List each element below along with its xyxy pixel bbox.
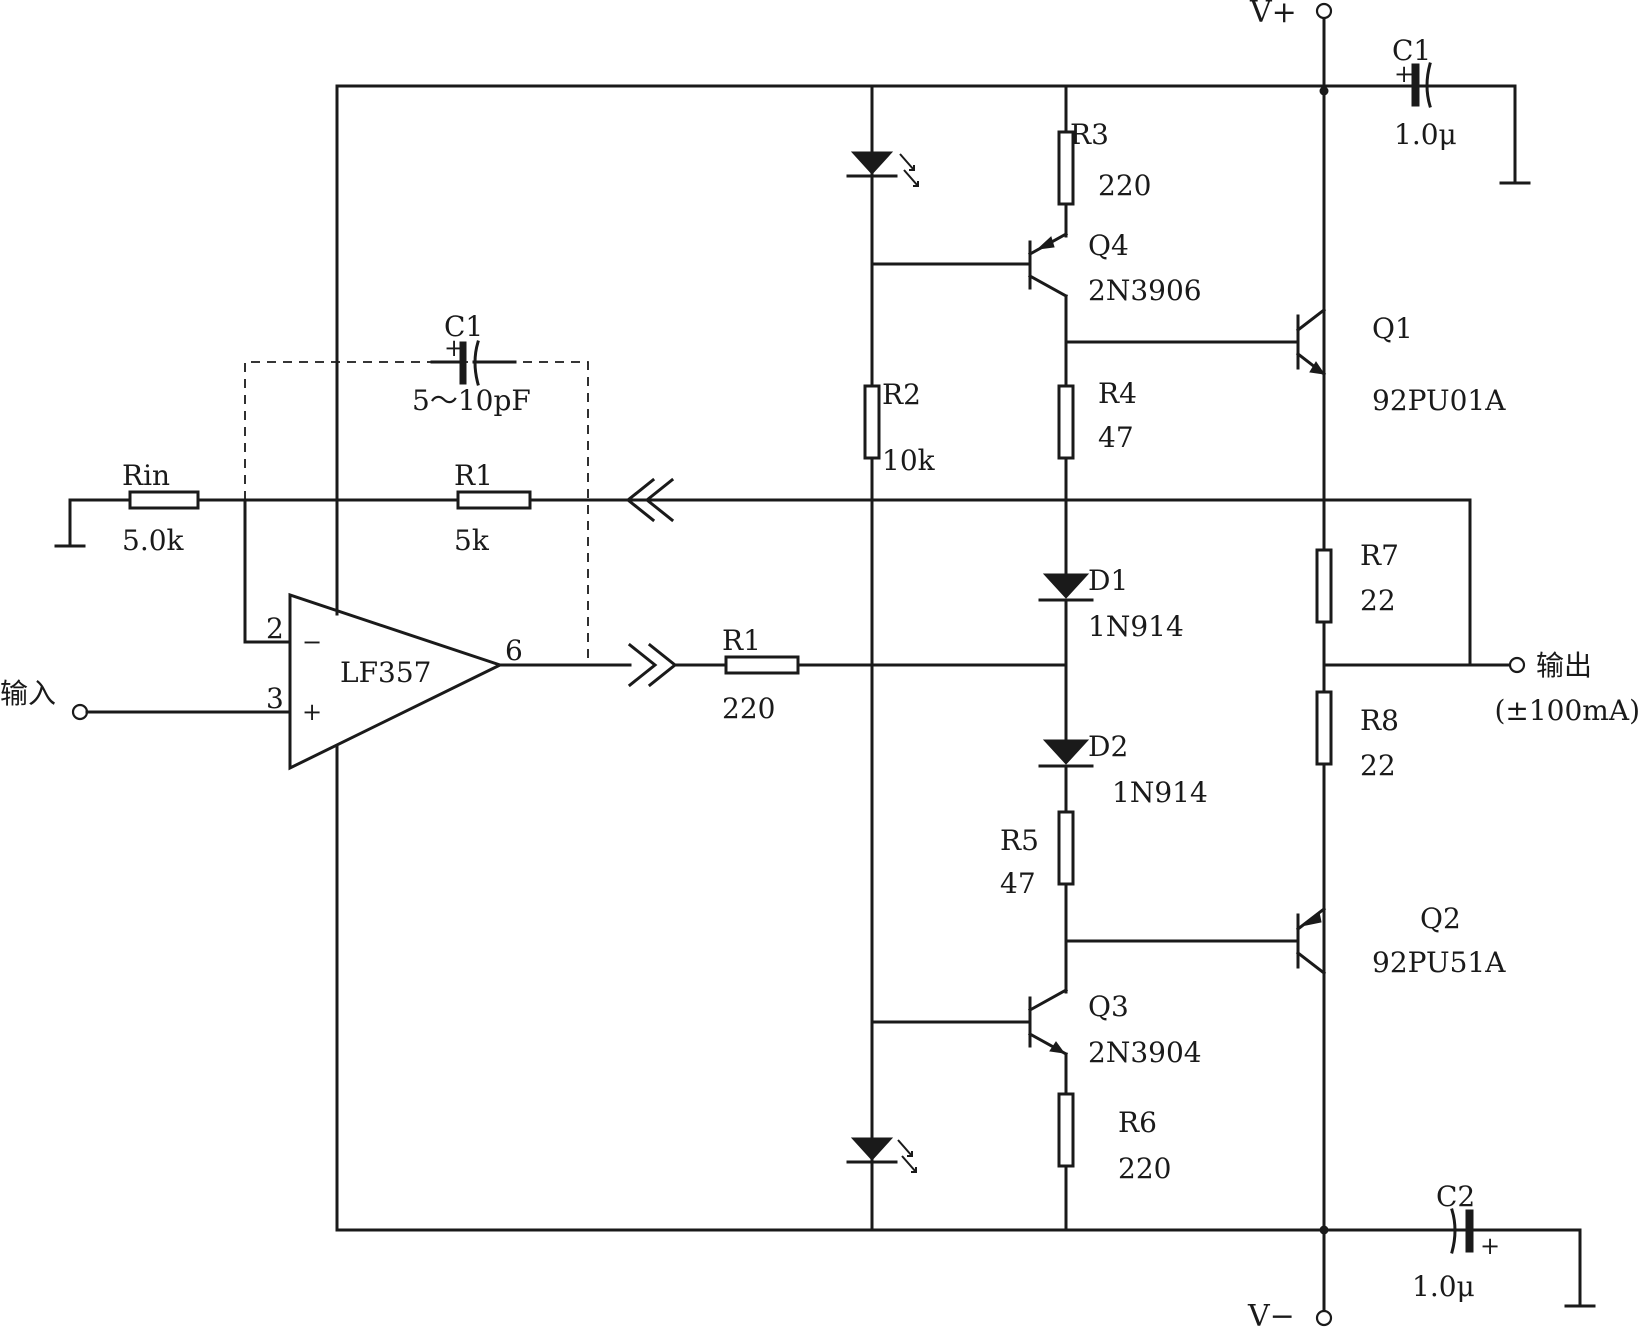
bias-string: R2 10k [846, 84, 1032, 1232]
q3-ref: Q3 [1088, 990, 1129, 1023]
r2-value: 10k [882, 444, 936, 477]
rin-value: 5.0k [122, 524, 185, 557]
q2-ref: Q2 [1420, 902, 1461, 935]
r1-feedback-value: 5k [454, 524, 490, 557]
c1-supply-ref: C1 [1392, 34, 1431, 67]
opamp-name: LF357 [340, 656, 431, 689]
rin-ref: Rin [122, 459, 170, 492]
c1-supply-value: 1.0μ [1394, 118, 1457, 151]
vminus-terminal: V− [1247, 1299, 1333, 1330]
pin-2-label: 2 [266, 612, 284, 645]
r5-value: 47 [1000, 867, 1036, 900]
output-terminal: 输出 (±100mA) [1494, 649, 1640, 727]
r1-feedback-ref: R1 [454, 459, 493, 492]
vminus-label: V− [1247, 1299, 1295, 1330]
q4-ref: Q4 [1088, 229, 1129, 262]
svg-text:+: + [1394, 60, 1414, 88]
input-terminal: 输入 [0, 677, 292, 721]
output-current: (±100mA) [1494, 694, 1640, 727]
r3-ref: R3 [1070, 118, 1109, 151]
r5-ref: R5 [1000, 824, 1039, 857]
q4-value: 2N3906 [1088, 274, 1202, 307]
q1-value: 92PU01A [1372, 384, 1506, 417]
opamp-output-path: R1 220 [498, 624, 1068, 725]
r8-value: 22 [1360, 749, 1396, 782]
d1-value: 1N914 [1088, 610, 1184, 643]
r4-value: 47 [1098, 421, 1134, 454]
c2-supply-ref: C2 [1436, 1180, 1475, 1213]
r7-value: 22 [1360, 584, 1396, 617]
q1-ref: Q1 [1372, 312, 1413, 345]
d2-value: 1N914 [1112, 776, 1208, 809]
r2-ref: R2 [882, 378, 921, 411]
vplus-label: V+ [1249, 0, 1297, 30]
r3-value: 220 [1098, 169, 1151, 202]
input-label: 输入 [0, 677, 56, 710]
opamp-minus-sign: − [302, 628, 322, 656]
svg-text:+: + [1480, 1232, 1500, 1260]
pin-6-label: 6 [505, 634, 523, 667]
r1-series-ref: R1 [722, 624, 761, 657]
c1-comp-ref: C1 [444, 310, 483, 343]
r7-ref: R7 [1360, 539, 1399, 572]
q3-value: 2N3904 [1088, 1036, 1202, 1069]
output-stage: Q1 92PU01A R7 22 R8 22 Q2 92PU51A [1295, 307, 1512, 979]
opamp-lf357: LF357 − + 2 3 6 [266, 592, 523, 771]
pin-3-label: 3 [266, 682, 284, 715]
supply-capacitor-c2: + C2 1.0μ [1412, 1180, 1596, 1308]
r8-ref: R8 [1360, 704, 1399, 737]
c2-supply-value: 1.0μ [1412, 1270, 1475, 1303]
r1-series-value: 220 [722, 692, 775, 725]
compensation-capacitor: + C1 5～10pF [244, 310, 589, 665]
opamp-plus-sign: + [302, 698, 322, 726]
feedback-network: Rin 5.0k R1 5k [54, 459, 1472, 644]
c1-comp-value: 5～10pF [412, 384, 531, 417]
svg-text:+: + [444, 334, 464, 362]
vplus-terminal: V+ [1249, 0, 1333, 30]
d1-ref: D1 [1088, 564, 1128, 597]
supply-capacitor-c1: + C1 1.0μ [1322, 34, 1531, 185]
r6-value: 220 [1118, 1152, 1171, 1185]
r6-ref: R6 [1118, 1106, 1157, 1139]
r4-ref: R4 [1098, 377, 1137, 410]
q2-value: 92PU51A [1372, 946, 1506, 979]
d2-ref: D2 [1088, 730, 1128, 763]
output-label: 输出 [1536, 649, 1592, 682]
driver-stage: R3 220 Q4 2N3906 R4 47 D1 1N914 D2 1N914… [1000, 84, 1300, 1232]
